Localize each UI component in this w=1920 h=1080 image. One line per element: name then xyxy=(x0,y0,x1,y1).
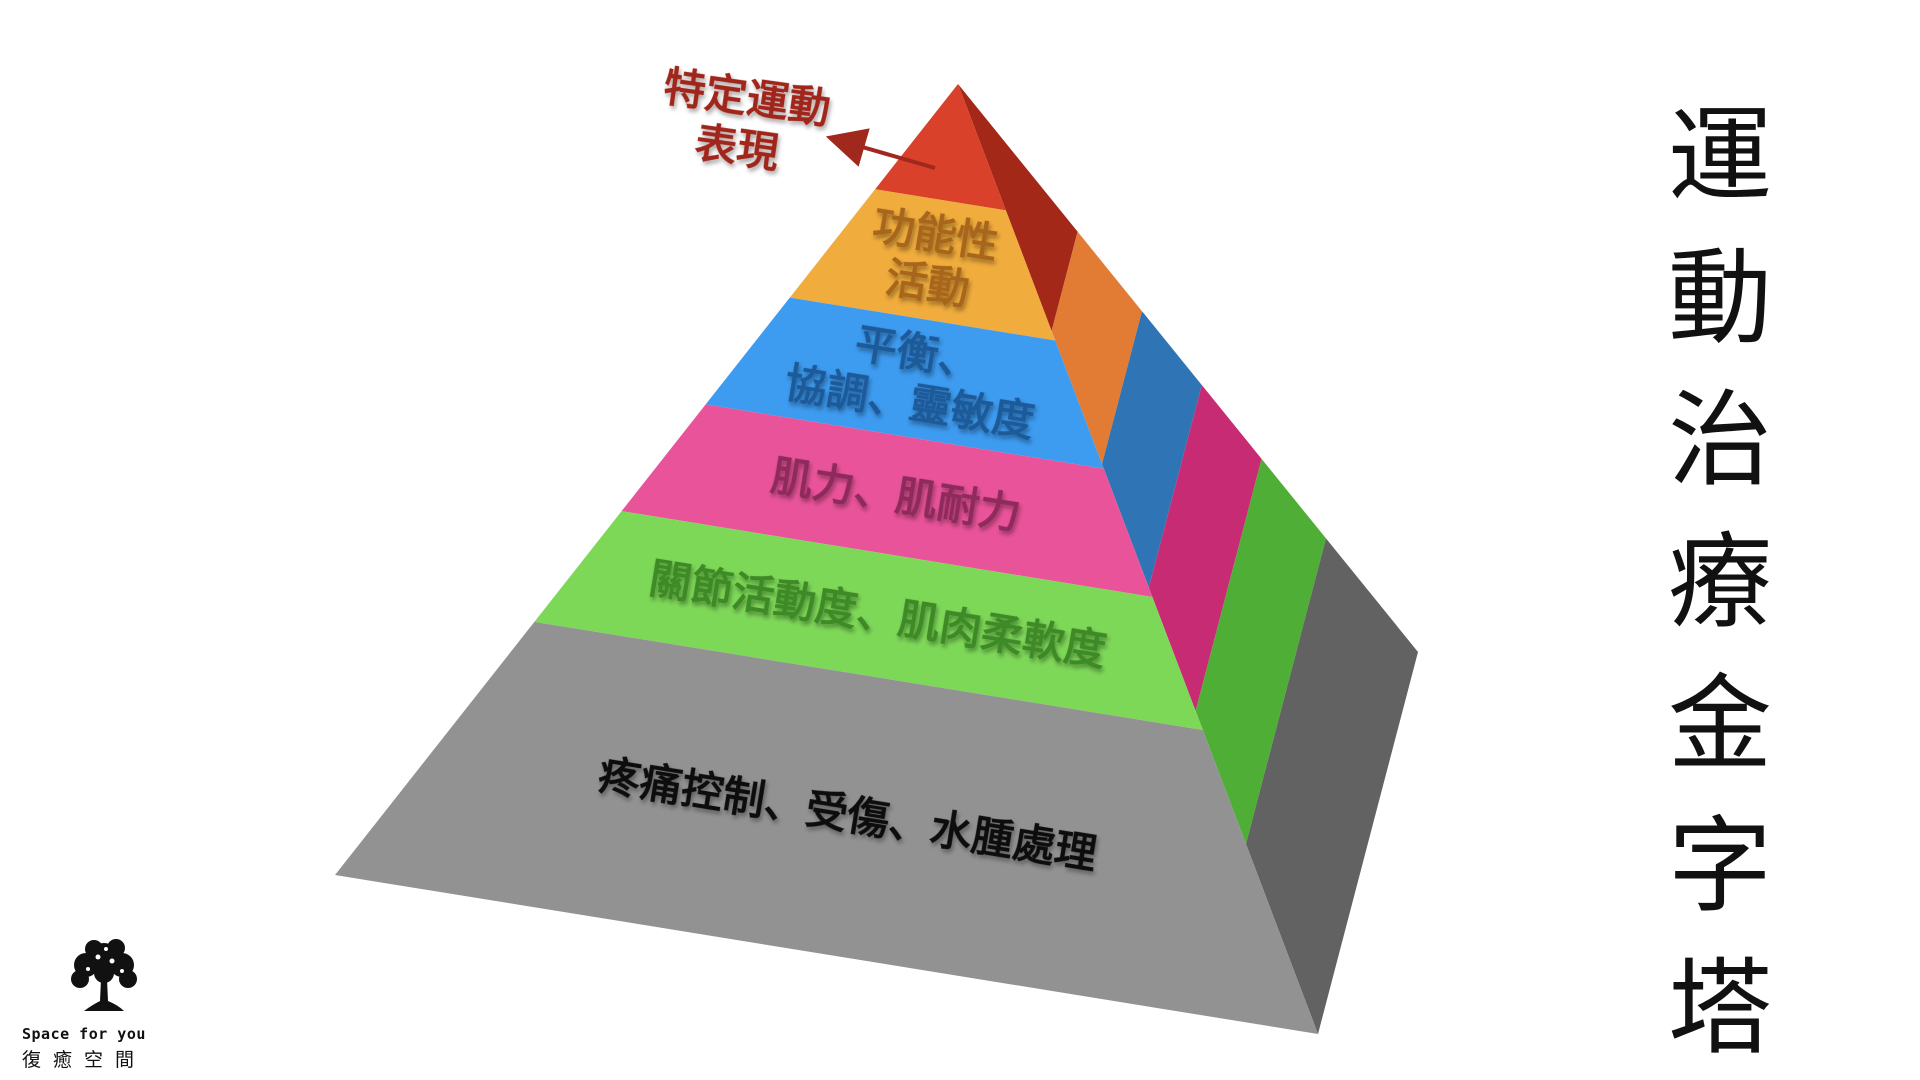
pyramid-side-balance xyxy=(1102,311,1202,588)
logo-text-zh: 復癒空間 xyxy=(22,1049,147,1071)
pyramid-layer-pain xyxy=(335,621,1318,1034)
pyramid-layer-top xyxy=(875,84,1006,211)
pyramid-layer-balance xyxy=(705,297,1104,469)
tree-icon xyxy=(71,939,137,1011)
pyramid-layer-mobility xyxy=(534,511,1203,730)
callout-line-1: 特定運動 xyxy=(660,62,833,134)
page-title: 運動治療金字塔 xyxy=(1667,95,1772,1069)
pyramid-layer-strength xyxy=(621,404,1153,597)
pyramid-side-pain xyxy=(1246,538,1418,1034)
brand-logo: Space for you 復癒空間 xyxy=(22,935,162,1072)
callout-arrow xyxy=(825,128,936,170)
logo-text-en: Space for you xyxy=(22,1025,146,1043)
pyramid-layer-functional xyxy=(789,189,1056,341)
pyramid-side-top xyxy=(958,84,1078,331)
pyramid-side-functional xyxy=(1051,231,1142,464)
callout-line-2: 表現 xyxy=(692,118,782,178)
pyramid-side-strength xyxy=(1148,385,1262,711)
pyramid-side-mobility xyxy=(1195,458,1326,844)
